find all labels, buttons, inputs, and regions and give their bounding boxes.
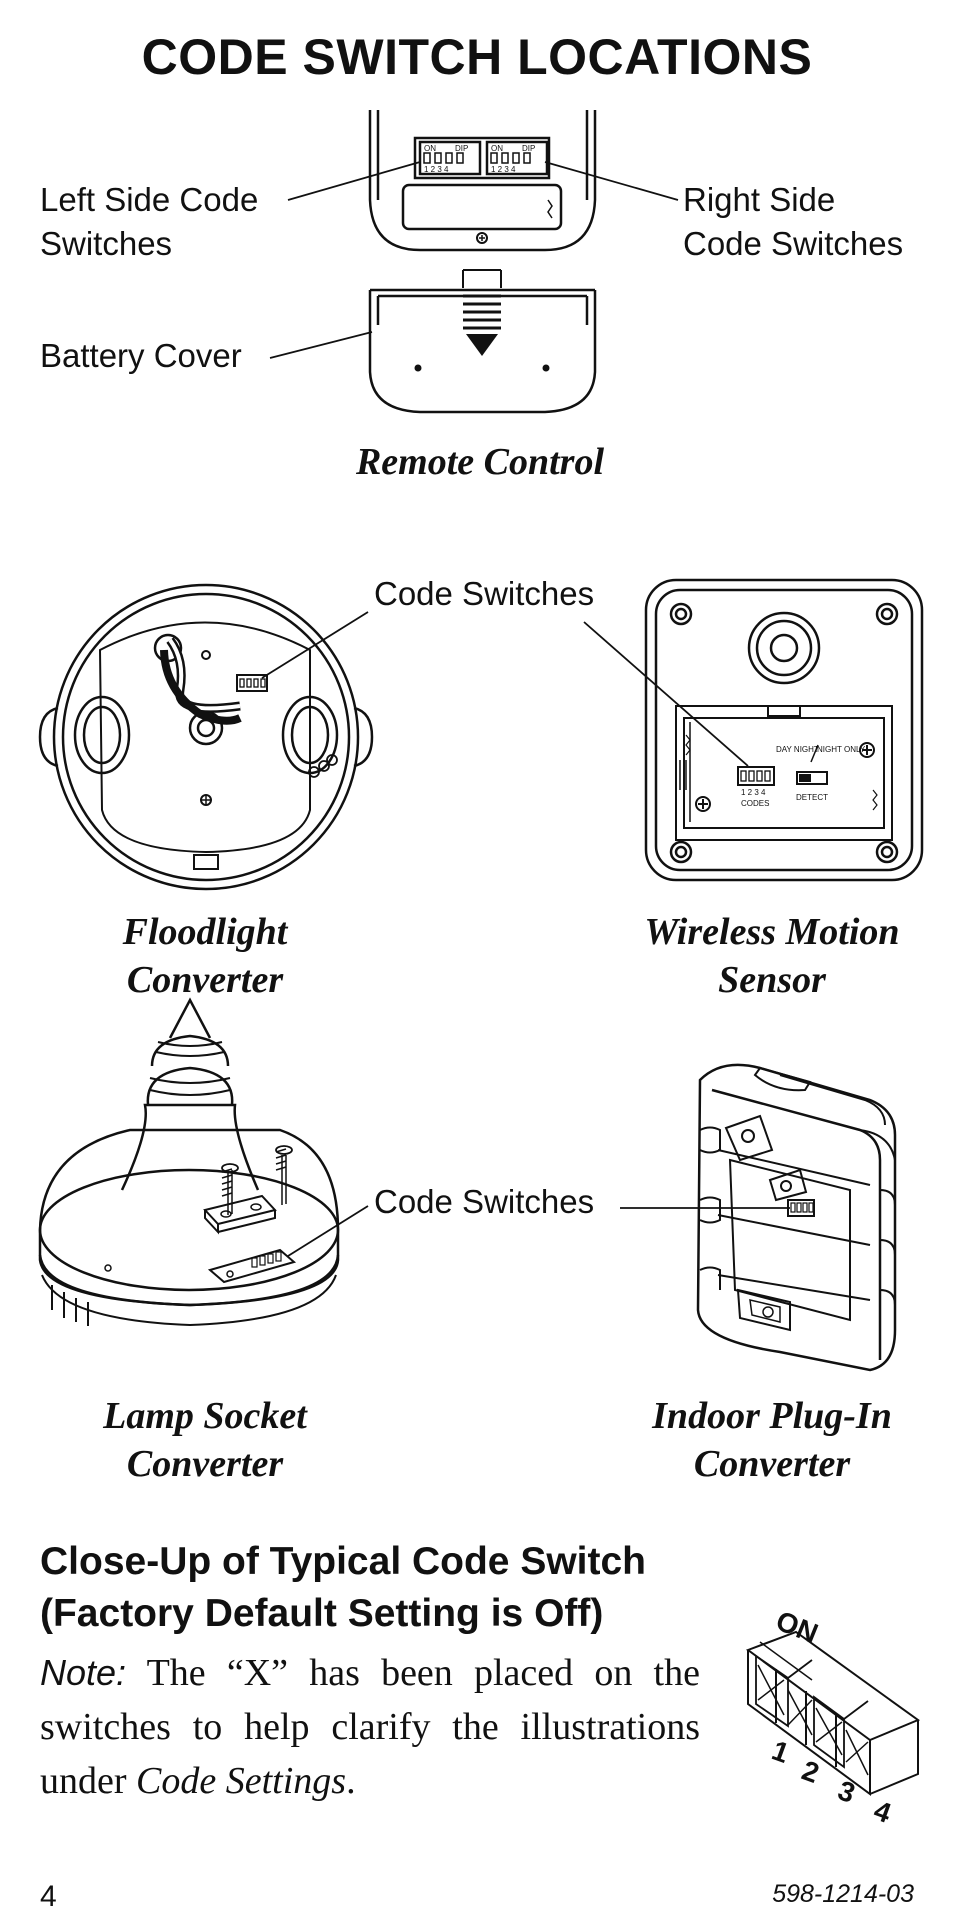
switch-number-3: 3 [834,1775,859,1809]
lamp-socket-converter-caption: Lamp Socket Converter [40,1392,370,1488]
wireless-motion-sensor-illustration: 1 2 3 4 CODES DAY NIGHT NIGHT ONLY DETEC… [583,578,924,882]
remote-control-illustration: ON DIP 1 2 3 4 ON DIP 1 2 3 4 [269,110,679,414]
sensor-night-only: NIGHT ONLY [817,745,866,754]
motion-caption-line2: Sensor [718,959,826,1001]
dip-dip-right: DIP [522,144,535,153]
dip-dip-left: DIP [455,144,468,153]
note-code-settings: Code Settings [136,1760,347,1802]
left-side-code-switches-label: Left Side Code Switches [40,178,258,266]
sensor-day-night: DAY NIGHT [776,745,819,754]
floodlight-converter-illustration [38,583,374,891]
right-side-code-switches-label: Right Side Code Switches [683,178,903,266]
closeup-switch-illustration: ON 1 2 3 4 [745,1605,921,1830]
indoor-plugin-converter-caption: Indoor Plug-In Converter [600,1392,944,1488]
closeup-heading-line2: (Factory Default Setting is Off) [40,1592,604,1635]
note-lead: Note: [40,1652,127,1693]
closeup-heading: Close-Up of Typical Code Switch (Factory… [40,1536,646,1640]
lamp-caption-line1: Lamp Socket [103,1395,307,1437]
sensor-codes-numbers: 1 2 3 4 [741,788,766,797]
code-switches-label-bottom: Code Switches [374,1183,595,1220]
battery-cover-label: Battery Cover [40,337,242,374]
switch-number-4: 4 [870,1795,896,1830]
floodlight-caption-line2: Converter [126,959,284,1001]
dip-on-left: ON [424,144,436,153]
right-side-label-line2: Code Switches [683,225,904,262]
switch-number-2: 2 [798,1755,823,1789]
indoor-plugin-converter-illustration [620,1063,897,1372]
closeup-note: Note: The “X” has been placed on the swi… [40,1646,700,1808]
document-number: 598-1214-03 [772,1880,914,1908]
floodlight-converter-caption: Floodlight Converter [40,908,370,1004]
switch-number-1: 1 [768,1735,793,1769]
left-side-label-line1: Left Side Code [40,181,259,218]
wireless-motion-sensor-caption: Wireless Motion Sensor [600,908,944,1004]
plugin-caption-line1: Indoor Plug-In [652,1395,892,1437]
code-switches-label-top: Code Switches [374,575,595,612]
motion-caption-line1: Wireless Motion [644,911,900,953]
note-end: . [346,1760,356,1802]
page-title: CODE SWITCH LOCATIONS [141,29,813,85]
floodlight-caption-line1: Floodlight [122,911,288,953]
switch-on-label: ON [772,1605,823,1649]
remote-control-caption: Remote Control [355,441,605,483]
lamp-socket-converter-illustration [38,997,369,1327]
dip-numbers-right: 1 2 3 4 [491,165,516,174]
sensor-codes-label: CODES [741,799,769,808]
lamp-caption-line2: Converter [126,1443,284,1485]
plugin-caption-line2: Converter [693,1443,851,1485]
dip-on-right: ON [491,144,503,153]
left-side-label-line2: Switches [40,225,173,262]
sensor-detect: DETECT [796,793,828,802]
right-side-label-line1: Right Side [683,181,836,218]
closeup-heading-line1: Close-Up of Typical Code Switch [40,1540,647,1583]
dip-numbers-left: 1 2 3 4 [424,165,449,174]
note-body: The “X” has been placed on the switches … [40,1652,700,1802]
page-number: 4 [40,1880,57,1913]
